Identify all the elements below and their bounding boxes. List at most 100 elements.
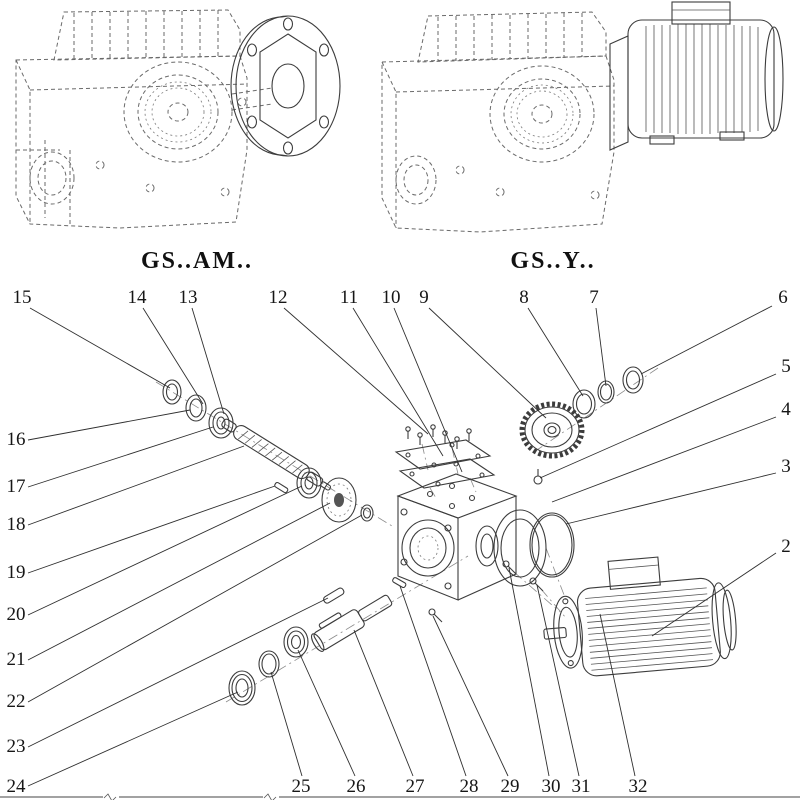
leader-line-24 — [27, 691, 239, 787]
part-number-11: 11 — [340, 287, 358, 308]
motor-assembled — [609, 1, 784, 151]
bottom-border — [0, 792, 800, 800]
leader-line-11 — [352, 307, 444, 457]
part-number-20: 20 — [7, 604, 26, 625]
leader-line-3 — [565, 472, 777, 525]
part-number-14: 14 — [128, 287, 148, 308]
part-number-28: 28 — [460, 776, 479, 797]
part-number-9: 9 — [419, 287, 429, 308]
part-number-15: 15 — [13, 287, 32, 308]
leader-line-32 — [599, 613, 636, 777]
assembly-axis-lines — [155, 367, 659, 703]
part-bolt-31 — [529, 577, 544, 592]
part-number-4: 4 — [781, 399, 791, 420]
part-gear-9 — [519, 401, 585, 459]
part-number-29: 29 — [501, 776, 520, 797]
leader-line-10 — [393, 307, 463, 473]
part-output-shaft-27 — [310, 594, 393, 652]
exploded-assembly — [155, 366, 737, 706]
leader-line-26 — [297, 649, 356, 777]
leader-line-6 — [640, 305, 773, 375]
part-bearing-20 — [296, 467, 322, 499]
part-bolt-29 — [428, 608, 443, 623]
leader-line-19 — [27, 485, 276, 574]
part-ring-16 — [185, 394, 207, 422]
leader-line-15 — [29, 307, 171, 389]
part-number-3: 3 — [781, 456, 791, 477]
part-housing — [396, 469, 543, 601]
variant-title-left: GS..AM.. — [141, 248, 253, 274]
part-number-13: 13 — [179, 287, 198, 308]
part-motor — [543, 556, 737, 677]
leader-line-23 — [27, 597, 329, 748]
leader-line-22 — [27, 514, 363, 703]
part-gasket-10 — [398, 458, 496, 489]
leader-line-29 — [432, 615, 509, 777]
part-number-19: 19 — [7, 562, 26, 583]
leader-line-17 — [27, 426, 214, 488]
part-number-12: 12 — [269, 287, 288, 308]
leader-line-14 — [142, 307, 204, 405]
part-number-23: 23 — [7, 736, 26, 757]
part-number-5: 5 — [781, 356, 791, 377]
gearbox-gsy-drawing — [381, 1, 784, 233]
part-shim-ring — [529, 512, 575, 578]
part-seal-ring-15 — [162, 379, 182, 405]
leader-line-31 — [536, 584, 580, 777]
part-number-25: 25 — [292, 776, 311, 797]
part-number-24: 24 — [7, 776, 27, 797]
variant-title-right: GS..Y.. — [510, 248, 595, 274]
part-disc-21 — [321, 477, 357, 523]
part-circlip-25 — [258, 650, 280, 678]
part-pin-28 — [392, 577, 407, 589]
part-number-32: 32 — [629, 776, 648, 797]
leader-line-13 — [191, 307, 225, 415]
part-number-6: 6 — [778, 287, 788, 308]
leader-line-30 — [508, 567, 550, 777]
part-number-18: 18 — [7, 514, 26, 535]
leader-line-18 — [27, 445, 245, 526]
part-bearing-26 — [283, 626, 309, 658]
part-pin-19 — [274, 481, 289, 494]
part-number-26: 26 — [347, 776, 366, 797]
leader-line-7 — [595, 307, 607, 387]
leader-line-27 — [353, 629, 414, 777]
part-screws-12 — [405, 424, 472, 449]
leader-line-8 — [527, 307, 584, 397]
part-number-21: 21 — [7, 649, 26, 670]
part-ring-6 — [622, 366, 644, 394]
part-bolt-30 — [502, 560, 517, 575]
part-number-27: 27 — [406, 776, 425, 797]
leader-line-25 — [270, 671, 303, 777]
leader-line-20 — [27, 485, 303, 616]
part-seal-24 — [228, 670, 256, 706]
part-cover-plate-11 — [394, 439, 492, 470]
leader-line-16 — [27, 409, 191, 441]
part-number-2: 2 — [781, 536, 791, 557]
leader-line-4 — [551, 416, 777, 503]
leader-line-28 — [399, 585, 467, 777]
leader-line-12 — [283, 307, 429, 435]
gearbox-gsam-drawing — [15, 9, 341, 229]
part-number-16: 16 — [7, 429, 26, 450]
part-number-8: 8 — [519, 287, 529, 308]
part-bearing-17 — [208, 407, 234, 439]
part-worm-shaft-18 — [221, 418, 332, 491]
leader-line-9 — [428, 307, 547, 419]
part-number-10: 10 — [382, 287, 401, 308]
part-flange-cover — [493, 509, 547, 587]
part-ring-22 — [360, 504, 374, 522]
leader-line-5 — [539, 373, 777, 479]
gsam-output-flange — [230, 15, 341, 157]
part-key-23 — [323, 587, 345, 604]
part-number-7: 7 — [589, 287, 599, 308]
part-washer-8 — [572, 389, 596, 419]
part-number-22: 22 — [7, 691, 26, 712]
part-number-30: 30 — [542, 776, 561, 797]
part-number-31: 31 — [572, 776, 591, 797]
part-number-17: 17 — [7, 476, 26, 497]
leader-line-21 — [27, 502, 331, 661]
